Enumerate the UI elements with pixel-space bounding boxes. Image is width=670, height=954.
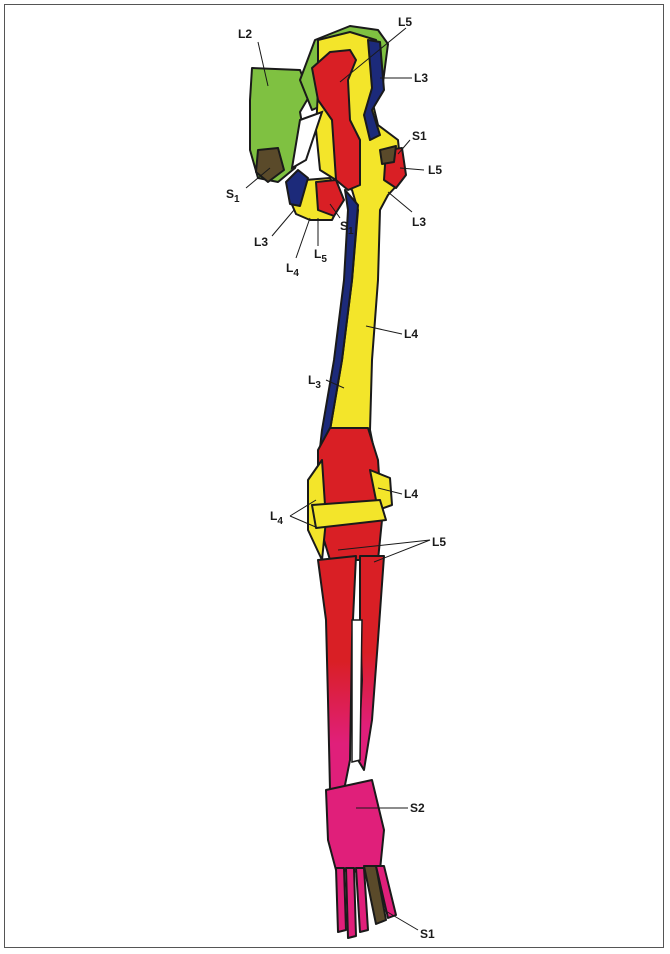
label-l3-ischium: L3 [254,235,268,249]
label-l4-knee-right: L4 [404,487,418,501]
label-l4-ischium: L4 [286,261,299,279]
toe [336,868,346,932]
label-l3-femur: L3 [308,373,321,391]
label-l2-pelvis: L2 [238,27,252,41]
toes-group [336,866,396,938]
toe [346,868,356,938]
tibia-l5 [318,556,356,790]
trochanter-s1 [380,146,396,164]
label-l3-neck: L3 [412,215,426,229]
label-l5-trochanter: L5 [428,163,442,177]
label-s1-pelvis: S1 [226,187,240,205]
foot-s2 [326,780,384,872]
interosseous-gap [352,620,362,762]
label-l5-ischium: L5 [314,247,327,265]
ischium-l5 [316,180,344,216]
label-s2-foot: S2 [410,801,425,815]
label-s1-toes: S1 [420,927,435,941]
label-l4-knee-left: L4 [270,509,283,527]
label-s1-trochanter: S1 [412,129,427,143]
label-l3-head: L3 [414,71,428,85]
label-l5-tibia: L5 [432,535,446,549]
knee-l5 [318,428,382,560]
label-l4-femur: L4 [404,327,418,341]
label-l5-head: L5 [398,15,412,29]
